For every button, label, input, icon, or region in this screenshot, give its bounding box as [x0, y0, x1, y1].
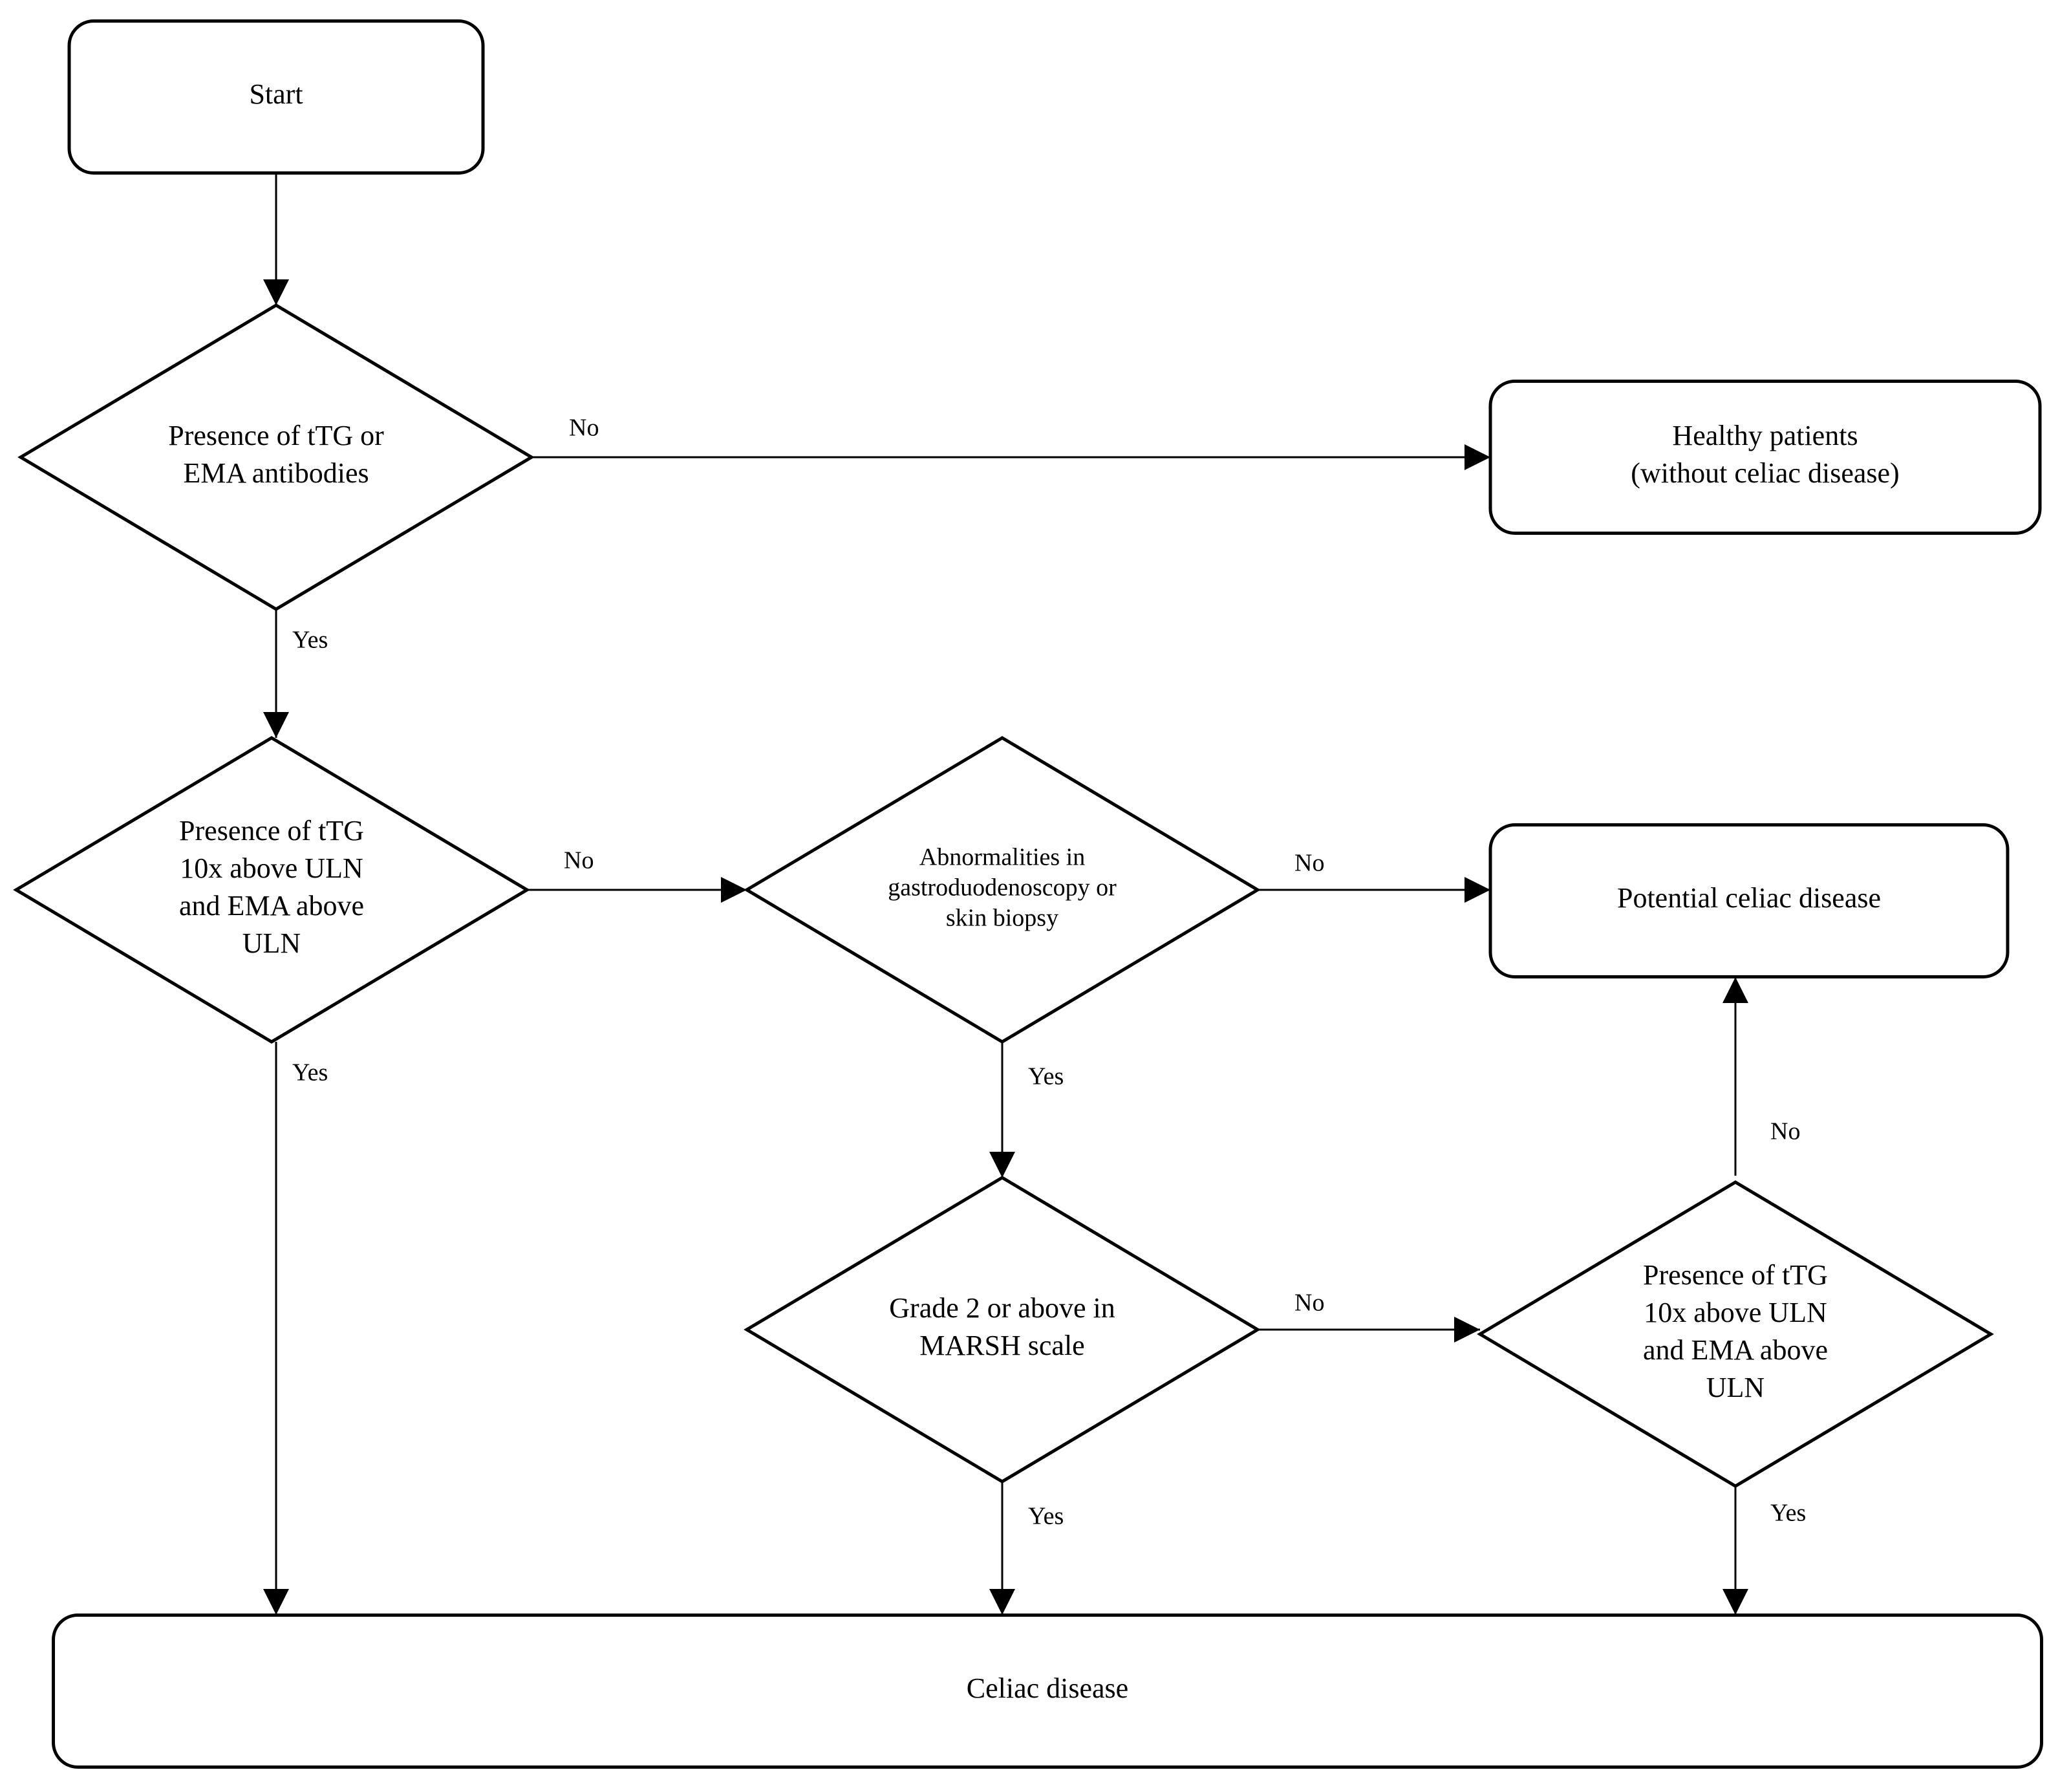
decision-diamond-q3: [744, 736, 1261, 1044]
edge-label-q2-celiac: Yes: [292, 1059, 328, 1086]
node-q5: Presence of tTG 10x above ULN and EMA abov…: [1477, 1180, 1994, 1488]
node-label-q5-line-2: and EMA above: [1643, 1334, 1828, 1366]
decision-diamond-q4: [744, 1176, 1261, 1484]
terminal-box-potential: [1488, 823, 2010, 978]
node-q4: Grade 2 or above in MARSH scale: [744, 1176, 1261, 1484]
node-label-healthy-line-0: Healthy patients: [1672, 420, 1858, 451]
node-celiac: Celiac disease: [52, 1614, 2043, 1769]
node-label-celiac-line-0: Celiac disease: [967, 1672, 1128, 1704]
edge-label-q4-q5: No: [1294, 1290, 1324, 1317]
edge-label-q1-q2: Yes: [292, 627, 328, 654]
node-label-q4-line-0: Grade 2 or above in: [889, 1292, 1115, 1324]
edge-label-q3-potential: No: [1294, 850, 1324, 877]
terminal-box-healthy: [1488, 380, 2042, 535]
node-label-healthy-line-1: (without celiac disease): [1631, 457, 1899, 489]
node-q1: Presence of tTG or EMA antibodies: [17, 303, 535, 611]
edge-q1-q2: Yes: [263, 609, 328, 738]
edge-q2-celiac: Yes: [263, 1042, 328, 1615]
node-label-q5-line-3: ULN: [1706, 1372, 1765, 1403]
edge-q5-potential: No: [1722, 977, 1800, 1176]
node-label-q2-line-0: Presence of tTG: [179, 815, 364, 847]
node-q2: Presence of tTG 10x above ULN and EMA abov…: [13, 736, 530, 1044]
node-label-q1-line-1: EMA antibodies: [183, 457, 369, 489]
node-start: Start: [67, 19, 485, 175]
node-label-q5-line-1: 10x above ULN: [1644, 1297, 1827, 1328]
decision-diamond-q2: [13, 736, 530, 1044]
node-label-q2-line-1: 10x above ULN: [180, 852, 363, 884]
node-label-q2-line-3: ULN: [242, 927, 301, 959]
edge-q3-potential: No: [1258, 850, 1490, 903]
edge-label-q4-celiac: Yes: [1028, 1503, 1064, 1530]
edge-q4-celiac: Yes: [989, 1482, 1064, 1615]
node-label-q1-line-0: Presence of tTG or: [168, 420, 384, 451]
edge-label-q5-potential: No: [1770, 1118, 1800, 1145]
node-label-start-line-0: Start: [249, 78, 303, 110]
terminal-box-celiac: [52, 1614, 2043, 1769]
edge-label-q2-q3: No: [564, 847, 594, 874]
node-q3: Abnormalities in gastroduodenoscopy or ski…: [744, 736, 1261, 1044]
edge-q3-q4: Yes: [989, 1042, 1064, 1178]
node-label-q5-line-0: Presence of tTG: [1643, 1259, 1828, 1291]
node-label-q3-line-2: skin biopsy: [946, 905, 1058, 932]
node-healthy: Healthy patients (without celiac disease): [1488, 380, 2042, 535]
decision-diamond-q5: [1477, 1180, 1994, 1488]
edge-q2-q3: No: [527, 847, 747, 903]
edge-q4-q5: No: [1258, 1290, 1480, 1343]
node-label-potential-line-0: Potential celiac disease: [1617, 882, 1881, 914]
node-label-q2-line-2: and EMA above: [179, 890, 364, 922]
edge-label-q5-celiac: Yes: [1770, 1500, 1806, 1527]
node-label-q3-line-0: Abnormalities in: [919, 844, 1085, 871]
terminal-box-start: [67, 19, 485, 175]
edge-q1-healthy: No: [531, 415, 1490, 470]
node-potential: Potential celiac disease: [1488, 823, 2010, 978]
node-label-q3-line-1: gastroduodenoscopy or: [888, 874, 1117, 901]
edge-label-q3-q4: Yes: [1028, 1063, 1064, 1090]
node-label-q4-line-1: MARSH scale: [919, 1330, 1084, 1361]
decision-diamond-q1: [17, 303, 535, 611]
edge-q5-celiac: Yes: [1722, 1486, 1806, 1615]
edge-label-q1-healthy: No: [569, 415, 599, 442]
